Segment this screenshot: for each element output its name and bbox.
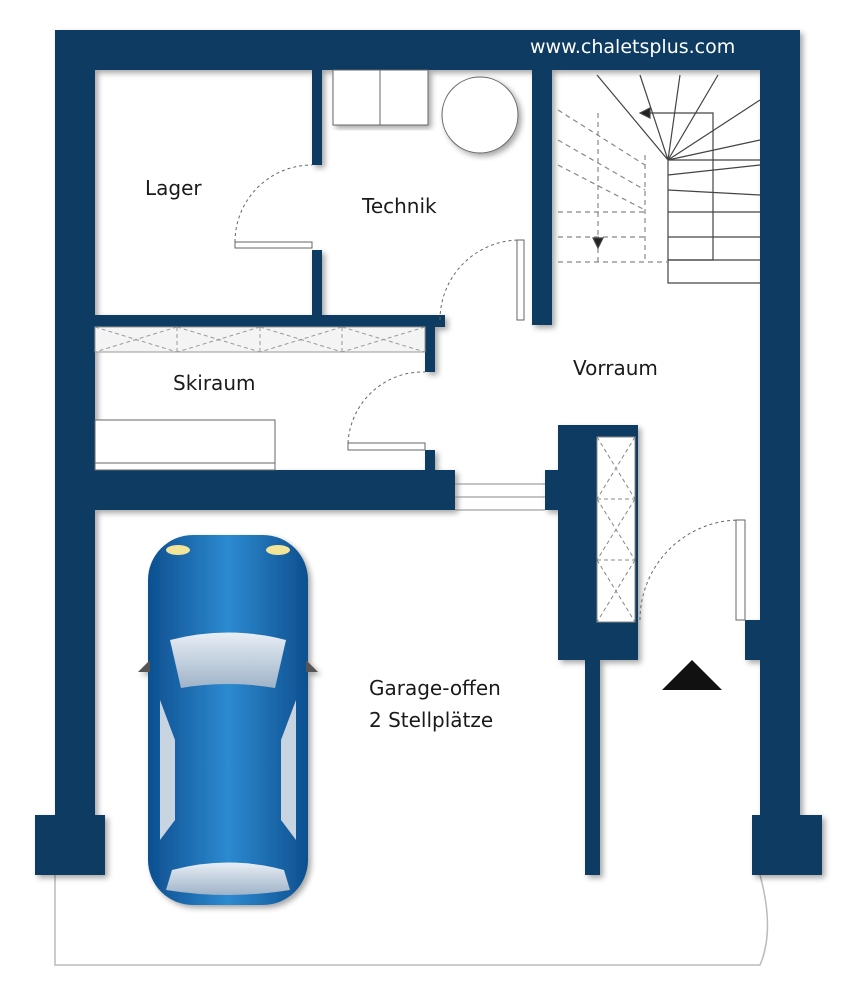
room-label-lager: Lager	[145, 176, 202, 200]
website-watermark: www.chaletsplus.com	[530, 36, 736, 58]
ground-outline	[54, 874, 769, 966]
room-label-garage-spaces: 2 Stellplätze	[369, 708, 494, 732]
boiler-tank	[441, 76, 519, 154]
room-label-vorraum: Vorraum	[573, 356, 658, 380]
entry-steps	[455, 483, 545, 511]
ski-racks	[94, 326, 426, 353]
storage-shelves	[596, 436, 636, 623]
ski-bench	[94, 419, 276, 471]
car-icon	[138, 535, 318, 905]
doors	[234, 164, 746, 621]
room-label-technik: Technik	[362, 194, 437, 218]
entrance-arrow-icon	[662, 660, 722, 690]
room-label-garage: Garage-offen	[369, 676, 501, 700]
room-label-skiraum: Skiraum	[173, 371, 256, 395]
staircase	[557, 74, 761, 284]
